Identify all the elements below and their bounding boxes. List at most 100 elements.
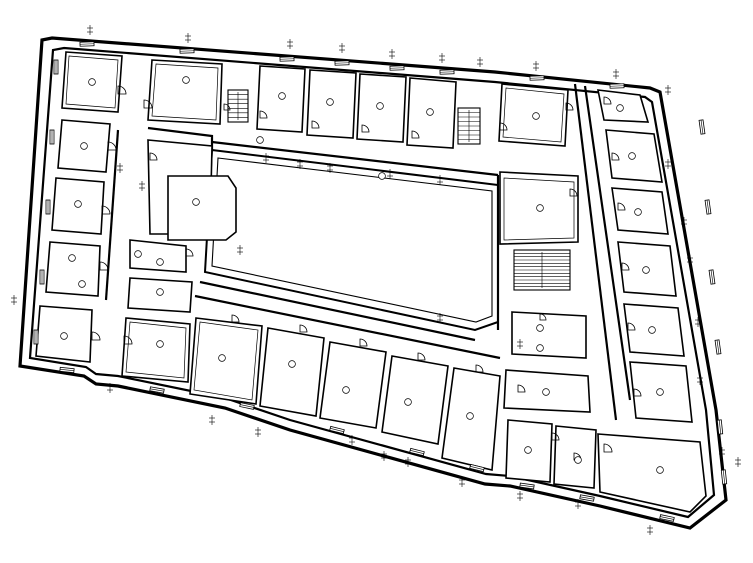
dimension-mark <box>339 43 345 53</box>
door-swing <box>231 314 240 323</box>
room-number-circle <box>404 398 412 406</box>
door-swing <box>633 388 642 397</box>
dimension-mark <box>405 457 411 467</box>
room-inner-lines <box>65 55 575 401</box>
room-number-circle <box>68 254 76 262</box>
door-swing <box>569 188 578 197</box>
room-markers <box>60 76 664 474</box>
window-pane <box>722 470 726 484</box>
dimension-mark <box>117 163 123 173</box>
door-swing <box>143 99 153 109</box>
dimension-mark <box>185 33 191 43</box>
dimension-mark <box>389 49 395 59</box>
dimension-mark <box>437 175 443 185</box>
room-number-circle <box>542 388 550 396</box>
room-number-marker <box>156 340 164 348</box>
window-pane <box>700 120 704 134</box>
room-number-marker <box>182 76 190 84</box>
room-number-circle <box>156 288 164 296</box>
dimension-mark <box>263 153 269 163</box>
room-number-marker <box>342 386 350 394</box>
window-pane <box>520 484 534 488</box>
room-number-circle <box>532 112 540 120</box>
room-number-circle <box>574 456 582 464</box>
room-number-marker <box>134 250 142 258</box>
door-swing <box>603 96 612 105</box>
courtyard <box>203 148 499 332</box>
room-number-marker <box>656 466 664 474</box>
room-number-circle <box>628 152 636 160</box>
room-number-marker <box>466 412 474 420</box>
room-number-marker <box>68 254 76 262</box>
room-number-circle <box>656 388 664 396</box>
room-number-marker <box>80 142 88 150</box>
window-pane <box>410 450 424 454</box>
door-swing <box>359 338 368 347</box>
dimension-mark <box>287 39 293 49</box>
door-swing <box>311 120 320 129</box>
stairs <box>227 89 571 291</box>
room-number-circle <box>536 324 544 332</box>
door-swing <box>123 335 133 345</box>
room-number-circle <box>342 386 350 394</box>
room-number-marker <box>616 104 624 112</box>
room-number-marker <box>574 456 582 464</box>
dimension-mark <box>687 255 693 265</box>
outer-walls <box>18 36 728 530</box>
dimension-ticks <box>11 25 741 535</box>
door-swing <box>223 103 231 111</box>
window-pane <box>470 466 484 470</box>
door-swing <box>617 202 626 211</box>
room-number-circle <box>616 104 624 112</box>
room-number-circle <box>88 78 96 86</box>
room-number-circle <box>134 250 142 258</box>
room-number-marker <box>326 98 334 106</box>
dimension-mark <box>533 61 539 71</box>
door-swing <box>299 324 308 333</box>
room-number-circle <box>218 354 226 362</box>
door-swing <box>417 352 426 361</box>
windows <box>33 41 728 522</box>
dimension-mark <box>297 159 303 169</box>
dimension-mark <box>697 375 703 385</box>
room-number-marker <box>288 360 296 368</box>
door-swing <box>149 152 158 161</box>
room-number-marker <box>78 280 86 288</box>
window-pane <box>330 428 344 432</box>
room-number-circle <box>326 98 334 106</box>
door-swing <box>475 364 484 373</box>
room-number-circle <box>642 266 650 274</box>
dimension-mark <box>681 217 687 227</box>
dimension-mark <box>719 447 725 457</box>
door-swing <box>539 313 547 321</box>
dimension-mark <box>695 317 701 327</box>
room-number-marker <box>156 258 164 266</box>
room-number-circle <box>376 102 384 110</box>
room-number-marker <box>192 198 200 206</box>
door-swing <box>621 262 630 271</box>
dimension-mark <box>327 163 333 173</box>
door-swing <box>627 322 636 331</box>
dimension-mark <box>209 415 215 425</box>
room-number-circle <box>256 136 264 144</box>
room-number-marker <box>88 78 96 86</box>
door-swing <box>551 432 560 441</box>
door-swing <box>107 141 117 151</box>
dimension-mark <box>255 427 261 437</box>
room-number-marker <box>256 136 264 144</box>
door-swing <box>411 130 420 139</box>
window-pane <box>718 420 722 434</box>
room-number-circle <box>156 258 164 266</box>
dimension-mark <box>665 85 671 95</box>
dimension-mark <box>647 525 653 535</box>
room-number-marker <box>426 108 434 116</box>
room-number-marker <box>524 446 532 454</box>
door-swing <box>117 85 127 95</box>
dimension-mark <box>387 169 393 179</box>
door-swing <box>361 124 370 133</box>
room-number-marker <box>532 112 540 120</box>
room-number-marker <box>642 266 650 274</box>
room-number-circle <box>80 142 88 150</box>
window-pane <box>240 404 254 408</box>
